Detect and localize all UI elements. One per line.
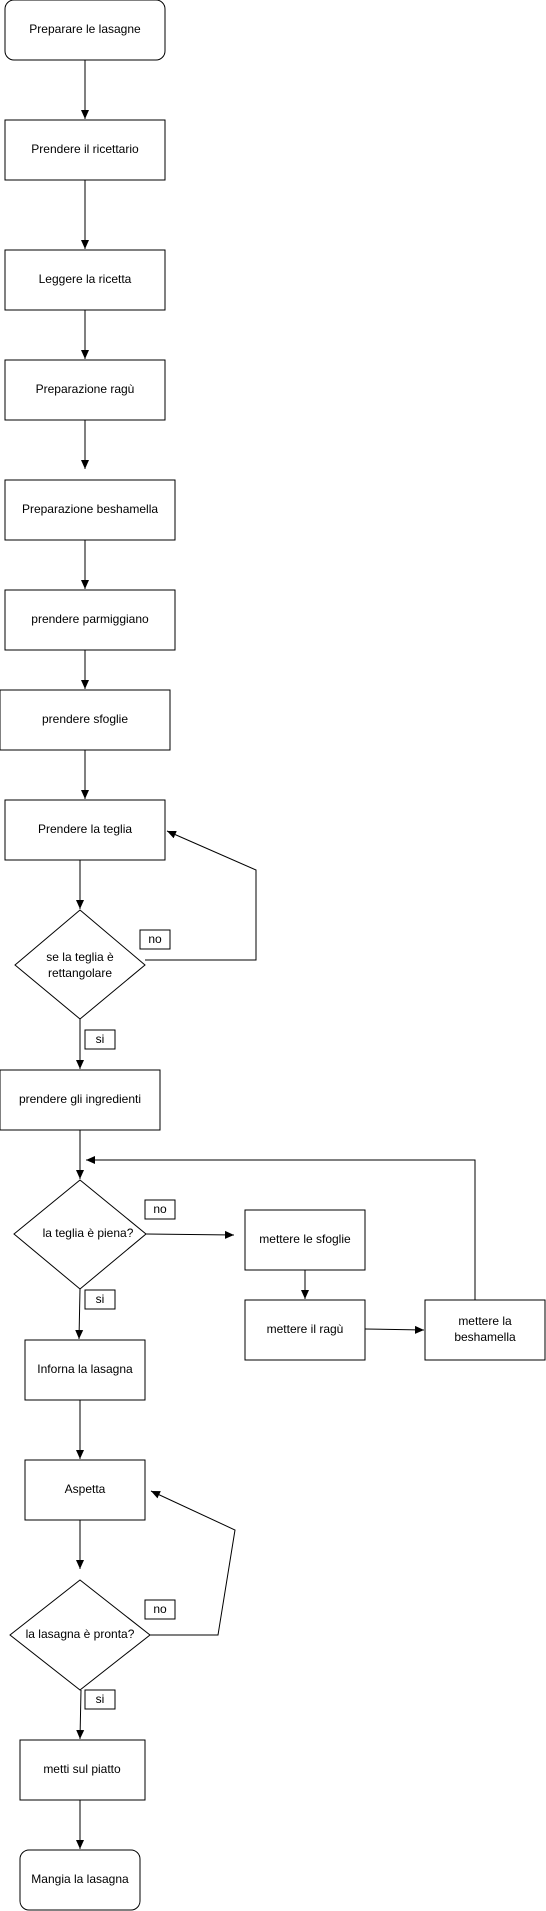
edge-ready-plate bbox=[76, 1689, 85, 1740]
wait-box bbox=[24, 1459, 146, 1521]
parmesan-box bbox=[4, 589, 176, 651]
pan-label: Prendere la teglia bbox=[38, 822, 132, 836]
decision-full bbox=[13, 1179, 147, 1290]
bake-box bbox=[24, 1339, 146, 1401]
ragu-label: Preparazione ragù bbox=[36, 382, 135, 396]
cookbook-box bbox=[4, 119, 166, 181]
end-label: Mangia la lasagna bbox=[31, 1872, 129, 1886]
edge-bechamel-loop bbox=[86, 1156, 476, 1300]
label-si-3: si bbox=[96, 1692, 105, 1706]
label-no-3: no bbox=[153, 1602, 167, 1616]
edge-full-bake bbox=[75, 1288, 84, 1340]
put-bechamel-label-1: mettere la bbox=[458, 1314, 512, 1328]
sheets-label: prendere sfoglie bbox=[42, 712, 128, 726]
plate-box bbox=[19, 1739, 146, 1801]
label-si-1: si bbox=[96, 1032, 105, 1046]
decision-full-label: la teglia è piena? bbox=[43, 1226, 134, 1240]
label-box-no-2 bbox=[144, 1199, 176, 1220]
put-sheets-label: mettere le sfoglie bbox=[259, 1232, 351, 1246]
ragu-box bbox=[4, 359, 166, 421]
bechamel-box bbox=[4, 479, 176, 541]
edge-full-no-sheets bbox=[145, 1230, 235, 1239]
read-label: Leggere la ricetta bbox=[39, 272, 132, 286]
parmesan-label: prendere parmiggiano bbox=[31, 612, 149, 626]
wait-label: Aspetta bbox=[65, 1482, 106, 1496]
ingredients-box bbox=[0, 1069, 161, 1131]
label-si-2: si bbox=[96, 1292, 105, 1306]
bechamel-label: Preparazione beshamella bbox=[22, 502, 158, 516]
read-box bbox=[4, 249, 166, 311]
edge-ragu-bechamel2 bbox=[364, 1325, 425, 1334]
put-bechamel-label-2: beshamella bbox=[454, 1330, 516, 1344]
label-no-1: no bbox=[148, 932, 162, 946]
decision-ready bbox=[9, 1579, 151, 1691]
label-box-si-3 bbox=[84, 1689, 116, 1710]
start-terminal bbox=[4, 0, 166, 61]
decision-rectangular bbox=[14, 909, 146, 1020]
decision-ready-label: la lasagna è pronta? bbox=[26, 1627, 135, 1641]
sheets-box bbox=[0, 689, 171, 751]
cookbook-label: Prendere il ricettario bbox=[31, 142, 139, 156]
put-ragu-label: mettere il ragù bbox=[267, 1322, 344, 1336]
decision-rect-label-1: se la teglia è bbox=[46, 950, 114, 964]
put-sheets-box bbox=[244, 1209, 366, 1271]
edge-decision-no-loop bbox=[145, 830, 257, 961]
decision-rect-label-2: rettangolare bbox=[48, 966, 112, 980]
label-box-si-1 bbox=[84, 1029, 116, 1050]
end-terminal bbox=[19, 1849, 141, 1911]
bake-label: Inforna la lasagna bbox=[37, 1362, 133, 1376]
put-bechamel-box bbox=[424, 1299, 546, 1361]
label-box-no-1 bbox=[139, 929, 171, 950]
edge-ready-no-loop bbox=[150, 1490, 236, 1636]
label-no-2: no bbox=[153, 1202, 167, 1216]
start-label: Preparare le lasagne bbox=[29, 22, 141, 36]
plate-label: metti sul piatto bbox=[43, 1762, 121, 1776]
put-ragu-box bbox=[244, 1299, 366, 1361]
label-box-no-3 bbox=[144, 1599, 176, 1620]
ingredients-label: prendere gli ingredienti bbox=[19, 1092, 141, 1106]
label-box-si-2 bbox=[84, 1289, 116, 1310]
pan-box bbox=[4, 799, 166, 861]
